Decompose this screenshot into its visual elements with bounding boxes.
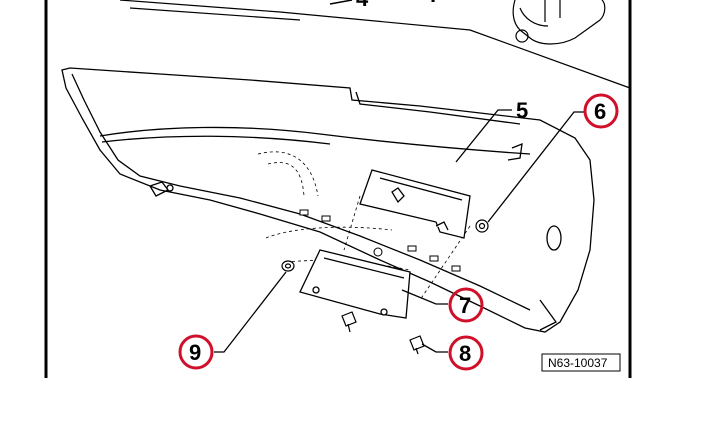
leader-5: [455, 109, 512, 163]
callout-dot-top: .: [430, 0, 436, 7]
callout-8-circle: [448, 335, 484, 371]
callout-7-circle: [448, 287, 484, 323]
leader-7: [401, 289, 448, 305]
callout-6-circle: [583, 93, 619, 129]
callout-4: 4: [356, 0, 369, 11]
reference-code-box: [541, 353, 621, 372]
callout-9: 9: [189, 340, 201, 365]
upper-assembly-fragment: [119, 0, 631, 89]
callout-8: 8: [459, 341, 471, 366]
leader-6: [487, 111, 586, 223]
callout-6: 6: [594, 99, 606, 124]
bumper-cover: [61, 67, 595, 333]
dashed-guides: [257, 151, 471, 301]
callout-5: 5: [516, 98, 528, 123]
leader-9: [214, 271, 287, 353]
reference-code: N63-10037: [548, 356, 608, 370]
leader-4: [329, 0, 353, 5]
washer-part-9: [281, 260, 295, 272]
leader-8: [421, 343, 448, 353]
nut-part-6: [475, 219, 489, 233]
callout-9-circle: [178, 334, 214, 370]
callout-7: 7: [459, 293, 471, 318]
mounting-bracket: [359, 169, 471, 239]
screws-part-8: [341, 311, 425, 355]
edge-clips: [299, 209, 461, 272]
cover-plate-part-7: [299, 249, 411, 319]
leader-lines: [214, 109, 586, 353]
